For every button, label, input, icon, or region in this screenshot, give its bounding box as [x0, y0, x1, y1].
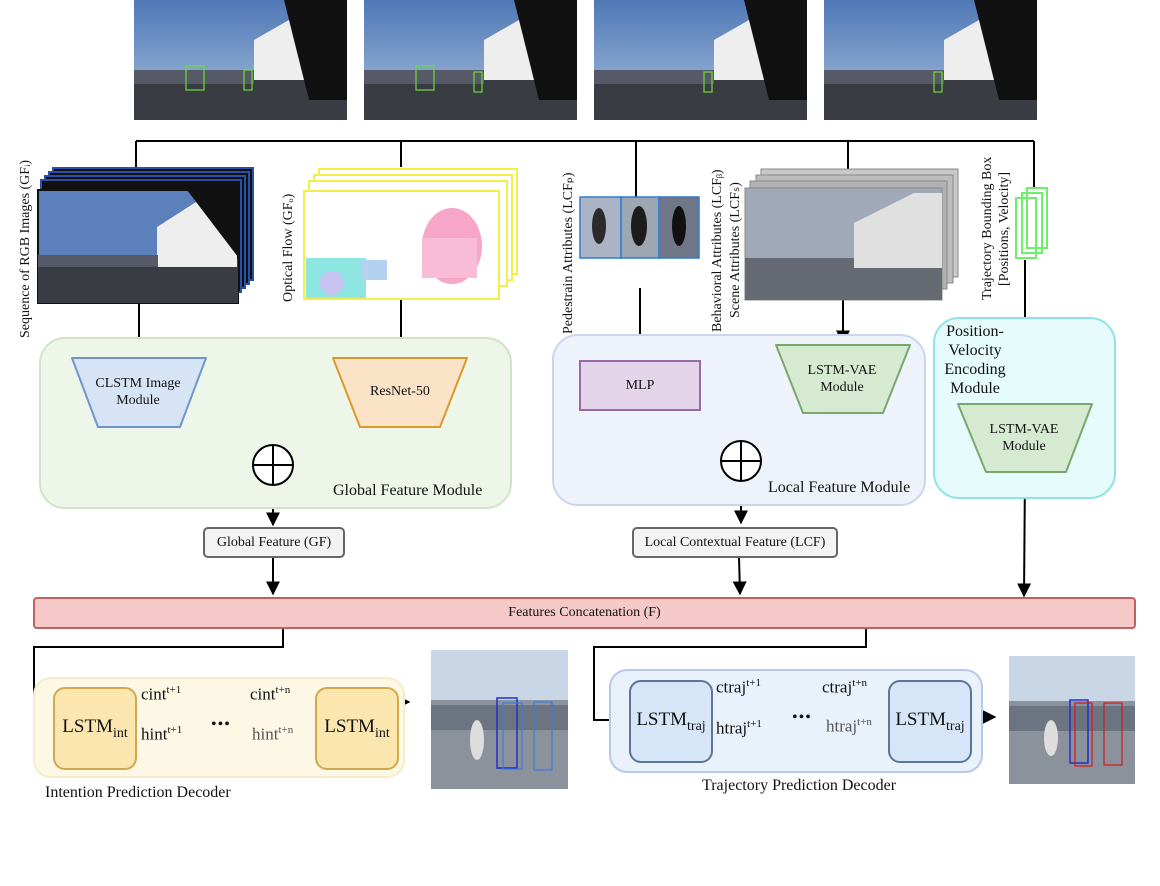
- mlp-module-shape: [579, 360, 701, 411]
- clstm-module-shape: [71, 357, 207, 428]
- intention-output-image: [431, 650, 568, 789]
- lstm-traj-sub-1: traj: [687, 718, 706, 734]
- pos-vel-encoding-label: Position- Velocity Encoding Module: [935, 322, 1015, 398]
- intention-h2: hintt+n: [252, 724, 294, 744]
- pedestrian-crops: [579, 196, 701, 259]
- lstm-traj-sub-2: traj: [946, 718, 965, 734]
- top-frame-4: [824, 0, 1037, 120]
- global-region-title: Global Feature Module: [333, 482, 483, 499]
- pos-vel-line-1: Position-: [946, 323, 1004, 340]
- lstm-vae-pos-line-1: LSTM-VAE: [989, 422, 1059, 437]
- intention-ellipsis: •••: [211, 716, 231, 733]
- clstm-line-2: Module: [116, 393, 160, 408]
- pos-vel-line-3: Encoding: [944, 361, 1006, 378]
- lstm-traj-base-1: LSTM: [636, 709, 688, 730]
- oplus-icon-global: [252, 444, 294, 486]
- trajectory-ellipsis: •••: [792, 709, 812, 726]
- lstm-vae-pos-shape: [957, 403, 1093, 473]
- intention-c1: cintt+1: [141, 684, 182, 704]
- trajectory-lstm-last: LSTMtraj: [888, 680, 972, 763]
- lstm-vae-pos-line-2: Module: [1002, 439, 1046, 454]
- trajectory-h1: htrajt+1: [716, 718, 762, 738]
- scene-stack: [744, 168, 960, 301]
- lstm-int-base-1: LSTM: [62, 716, 113, 737]
- clstm-line-1: CLSTM Image: [95, 376, 181, 391]
- lstm-traj-base-2: LSTM: [895, 709, 947, 730]
- local-feature-label: Local Contextual Feature (LCF): [632, 527, 838, 558]
- optical-flow-stack: [302, 168, 522, 302]
- global-feature-label: Global Feature (GF): [203, 527, 345, 558]
- lstm-vae-pos-module: LSTM-VAE Module: [968, 421, 1080, 455]
- lstm-int-base-2: LSTM: [324, 716, 375, 737]
- clstm-module: CLSTM Image Module: [82, 375, 194, 409]
- top-frame-3: [594, 0, 807, 120]
- oplus-icon-local: [720, 440, 762, 482]
- lstm-vae-local-line-2: Module: [820, 380, 864, 395]
- intention-h1: hintt+1: [141, 724, 183, 744]
- trajectory-output-image: [1009, 656, 1135, 784]
- local-region-title: Local Feature Module: [768, 479, 911, 496]
- lstm-int-sub-1: int: [112, 725, 128, 741]
- trajectory-title: Trajectory Prediction Decoder: [702, 777, 897, 794]
- bbox-stack: [1013, 186, 1051, 261]
- lstm-vae-local-shape: [775, 344, 911, 414]
- intention-c2: cintt+n: [250, 684, 291, 704]
- intention-title: Intention Prediction Decoder: [45, 784, 231, 801]
- trajectory-h2: htrajt+n: [826, 716, 872, 736]
- top-frame-1: [134, 0, 347, 120]
- rgb-image-stack: [37, 167, 255, 307]
- lstm-int-sub-2: int: [374, 725, 390, 741]
- trajectory-lstm-first: LSTMtraj: [629, 680, 713, 763]
- pos-vel-line-2: Velocity: [948, 342, 1002, 359]
- resnet-module: ResNet-50: [370, 384, 430, 399]
- resnet-module-shape: [332, 357, 468, 428]
- intention-lstm-last: LSTMint: [315, 687, 399, 770]
- pos-vel-line-4: Module: [950, 380, 1000, 397]
- top-frame-2: [364, 0, 577, 120]
- intention-lstm-first: LSTMint: [53, 687, 137, 770]
- mlp-module: MLP: [625, 378, 655, 393]
- lstm-vae-local-line-1: LSTM-VAE: [807, 363, 877, 378]
- trajectory-c2: ctrajt+n: [822, 677, 867, 697]
- lstm-vae-local-module: LSTM-VAE Module: [786, 362, 898, 396]
- trajectory-c1: ctrajt+1: [716, 677, 761, 697]
- features-concatenation-bar: Features Concatenation (F): [33, 597, 1136, 629]
